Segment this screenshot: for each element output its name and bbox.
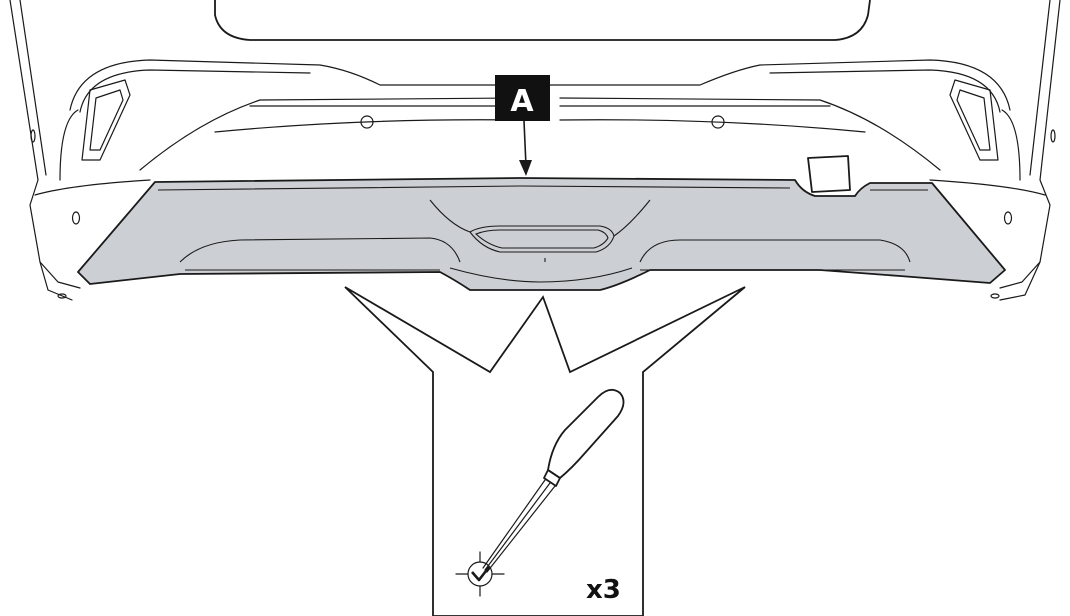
clip-target-icon	[455, 551, 505, 597]
quantity-label: x3	[586, 575, 621, 605]
label-a-arrow-line	[523, 120, 527, 167]
label-a-arrowhead	[519, 160, 532, 176]
label-a-box	[495, 75, 550, 121]
highlighted-part-a	[77, 177, 1006, 291]
part-label-a: A	[495, 75, 550, 176]
label-a-text: A	[510, 84, 534, 119]
detail-callout	[344, 286, 746, 616]
pick-tool-icon	[482, 388, 625, 573]
